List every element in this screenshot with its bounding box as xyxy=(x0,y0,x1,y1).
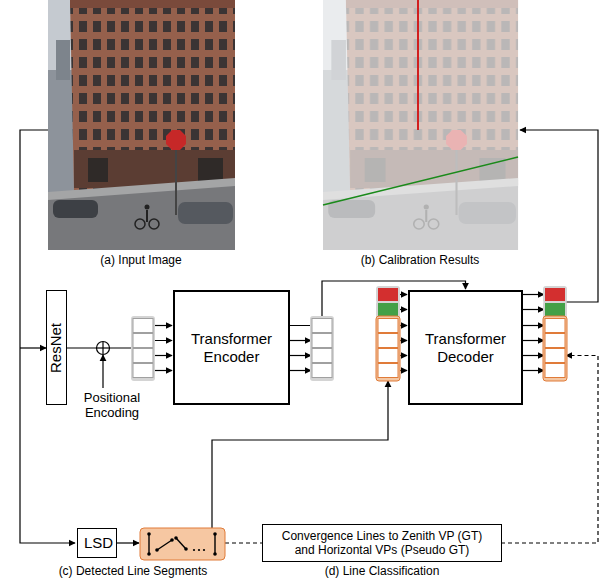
connector-line xyxy=(117,542,139,543)
connector xyxy=(117,543,262,544)
node-text: Transformer Decoder xyxy=(415,330,516,366)
node-text: Transformer Encoder xyxy=(180,330,283,366)
line-segments-box xyxy=(140,528,225,560)
backbone-box: ResNet xyxy=(46,290,67,405)
connector-line xyxy=(67,341,173,349)
classification-box: Convergence Lines to Zenith VP (GT) and … xyxy=(262,524,502,563)
decoder-box: Transformer Decoder xyxy=(408,290,523,405)
output-token-column xyxy=(543,286,567,381)
caption-label: (a) Input Image xyxy=(51,254,231,268)
calibration-photo xyxy=(323,0,518,250)
encoder-box: Transformer Encoder xyxy=(173,290,290,405)
caption-label: (d) Line Classification xyxy=(282,565,482,579)
connector-line xyxy=(225,542,262,543)
input-photo xyxy=(48,0,235,250)
caption-label: (c) Detected Line Segments xyxy=(33,565,233,579)
query-token-column xyxy=(376,286,400,381)
token-column xyxy=(131,316,155,381)
caption-label: Positional Encoding xyxy=(71,391,153,421)
node-text: LSD xyxy=(84,534,110,552)
node-text: ResNet xyxy=(47,322,64,372)
detector-box: LSD xyxy=(77,528,117,558)
token-column xyxy=(310,316,334,381)
flow-lines xyxy=(20,130,598,543)
connector xyxy=(67,341,173,349)
node-text: Convergence Lines to Zenith VP (GT) and … xyxy=(276,529,488,558)
plus-symbol xyxy=(97,342,110,355)
caption-label: (b) Calibration Results xyxy=(325,254,515,268)
